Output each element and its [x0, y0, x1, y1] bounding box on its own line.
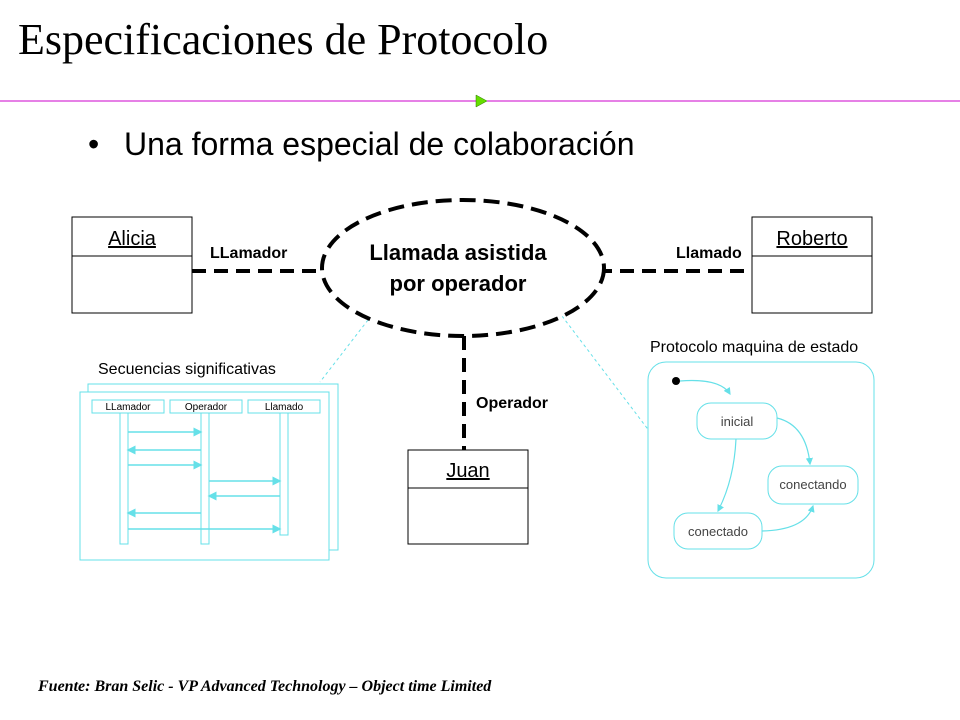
object-roberto: Roberto: [751, 216, 873, 314]
activation-operador: [200, 412, 210, 545]
activation-llamado: [279, 412, 289, 536]
sequence-caption: Secuencias significativas: [98, 361, 276, 378]
bullet-dot: •: [88, 126, 100, 162]
collaboration-ellipse: [320, 198, 606, 338]
source-footer: Fuente: Bran Selic - VP Advanced Technol…: [38, 678, 492, 695]
initial-pseudostate: [672, 377, 680, 385]
transition-initial: [679, 379, 731, 396]
transition-conectado-conectando: [761, 504, 815, 532]
lifeline-label-llamado: Llamado: [265, 402, 304, 413]
transition-inicial-conectando: [776, 417, 813, 466]
sequence-panel: LLamador Operador Llamado: [79, 383, 339, 561]
state-conectando: [767, 465, 859, 505]
role-label-right: Llamado: [676, 245, 742, 262]
state-conectado-label: conectado: [688, 524, 748, 539]
bullet-text: Una forma especial de colaboración: [124, 126, 635, 162]
slide-title: Especificaciones de Protocolo: [18, 15, 549, 64]
state-machine-caption: Protocolo maquina de estado: [650, 339, 858, 356]
state-inicial: [696, 402, 778, 440]
collaboration-label-line2: por operador: [390, 271, 527, 296]
activation-llamador: [119, 412, 129, 545]
bullet-item: • Una forma especial de colaboración: [88, 126, 635, 163]
object-alicia-name: Alicia: [108, 228, 157, 250]
role-label-left: LLamador: [210, 245, 287, 262]
state-inicial-label: inicial: [721, 414, 754, 429]
guide-right: [561, 315, 651, 433]
lifeline-label-operador: Operador: [185, 402, 228, 413]
state-conectando-label: conectando: [779, 477, 846, 492]
object-juan-name: Juan: [446, 460, 489, 482]
transition-inicial-conectado: [717, 438, 737, 513]
object-juan: Juan: [407, 449, 529, 545]
state-machine-panel: inicial conectando conectado: [647, 361, 875, 579]
object-roberto-name: Roberto: [776, 228, 847, 250]
play-arrow-icon: [475, 94, 488, 108]
object-alicia: Alicia: [71, 216, 193, 314]
collaboration-label-line1: Llamada asistida: [369, 240, 547, 265]
role-label-bottom: Operador: [476, 395, 548, 412]
lifeline-label-llamador: LLamador: [105, 402, 151, 413]
guide-left: [319, 319, 369, 383]
